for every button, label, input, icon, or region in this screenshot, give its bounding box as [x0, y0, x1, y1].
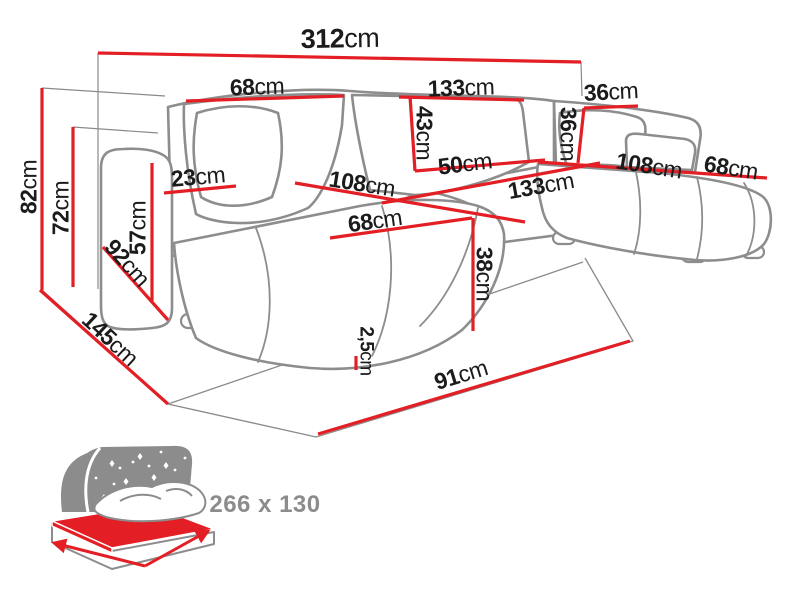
dim-line-chaise-left-length [294, 181, 526, 224]
dim-line-total-width [97, 51, 582, 64]
sleeping-area-size-label: 266 x 130 [209, 491, 321, 518]
dim-line-back-middle [398, 95, 525, 102]
dim-line-back-left [185, 94, 345, 103]
sofa-chaise-right-seams [633, 171, 756, 260]
sofa-armrest-right [624, 132, 697, 172]
dim-label-back-left: 68cm [229, 72, 285, 101]
dim-label-back-middle: 133cm [427, 73, 495, 102]
blanket [93, 480, 207, 523]
dim-line-chaise-right [537, 160, 768, 180]
sofa-chaise-left [172, 198, 506, 371]
dim-label-pillow-width: 36cm [583, 77, 639, 106]
dim-line-seat-middle [381, 161, 601, 205]
dim-line-seat-depth [414, 158, 546, 173]
dim-label-seat-height: 38cm [471, 246, 498, 302]
dim-line-pillow-width [583, 104, 639, 110]
dim-label-total-width: 312cm [300, 22, 380, 55]
dim-label-armrest-width: 23cm [169, 161, 227, 192]
dim-line-armrest-width [163, 184, 237, 195]
dim-label-leg-height: 2,5cm [355, 326, 377, 376]
dim-label-pillow-height: 36cm [555, 106, 582, 162]
sofa-illustration [99, 88, 773, 371]
bed-arrows [51, 529, 211, 568]
sofa-chaise-left-seams [255, 205, 479, 363]
sofa-pillow-left [192, 104, 284, 208]
dimension-lines [38, 51, 768, 436]
dim-line-chaise-left-width [329, 216, 473, 240]
dim-line-front-width [317, 339, 631, 436]
dim-label-total-height: 82cm [15, 159, 42, 215]
sofa-armrest-left [99, 147, 174, 331]
dim-label-backrest-height: 72cm [47, 180, 74, 236]
dim-line-pillow-height [576, 107, 586, 164]
sofa-chaise-right [535, 162, 773, 262]
sleeping-function-icon [51, 445, 215, 570]
dim-line-back-cushion-height [408, 95, 417, 172]
extension-lines [41, 53, 583, 289]
dim-line-armrest-depth [101, 245, 170, 322]
dim-line-depth [38, 288, 170, 406]
dim-label-back-cushion-height: 43cm [411, 105, 438, 161]
